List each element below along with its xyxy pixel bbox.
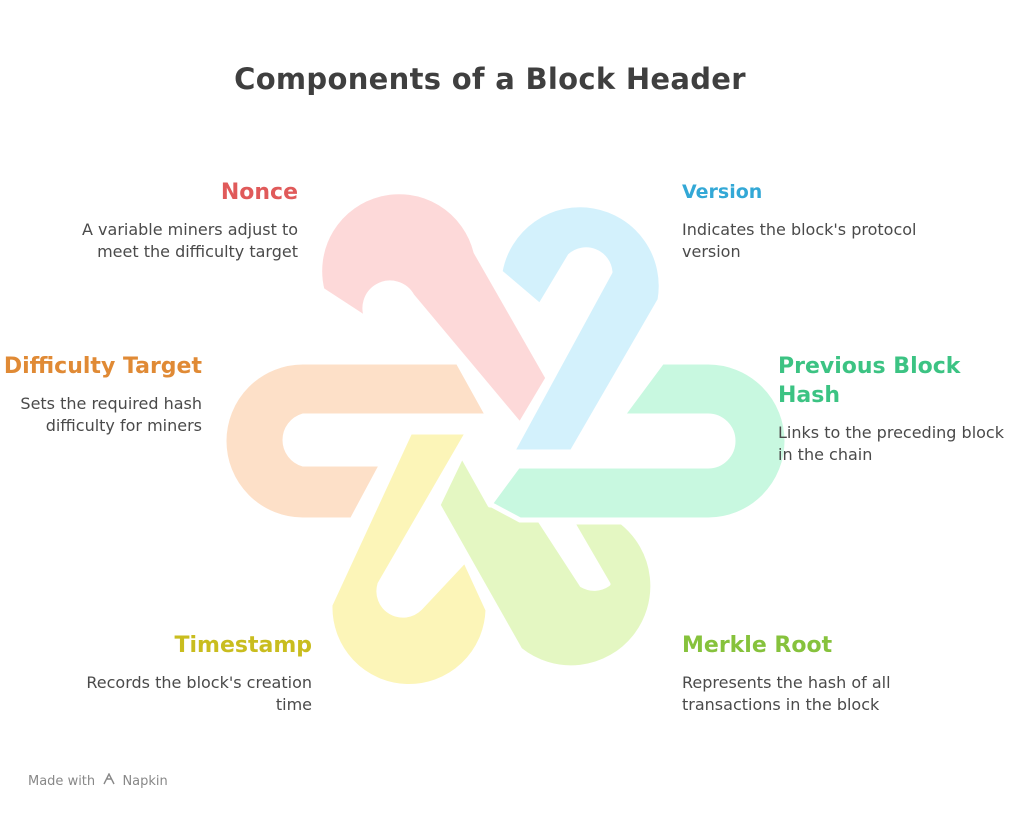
nonce-description: A variable miners adjust to meet the dif… (82, 220, 298, 261)
previous-block-hash-heading: Previous Block Hash (778, 354, 961, 408)
loop-difficulty-target (221, 359, 491, 523)
merkle-root-description: Represents the hash of all transactions … (682, 673, 891, 714)
made-with-text: Made with (28, 774, 96, 789)
nonce-block: Nonce A variable miners adjust to meet t… (58, 178, 298, 263)
version-heading: Version (682, 181, 763, 203)
previous-block-hash-description: Links to the preceding block in the chai… (778, 423, 1004, 464)
version-description: Indicates the block's protocol version (682, 220, 917, 261)
napkin-logo-icon (103, 772, 115, 789)
timestamp-heading: Timestamp (174, 633, 312, 658)
loop-nonce (317, 189, 551, 428)
timestamp-block: Timestamp Records the block's creation t… (72, 631, 312, 716)
merkle-root-heading: Merkle Root (682, 633, 833, 658)
loop-version (497, 202, 664, 455)
nonce-heading: Nonce (220, 180, 298, 205)
footer-attribution[interactable]: Made with Napkin (28, 772, 168, 789)
difficulty-target-description: Sets the required hash difficulty for mi… (20, 394, 202, 435)
loop-timestamp (327, 429, 491, 689)
loop-merkle-root (435, 452, 656, 671)
napkin-brand-text: Napkin (122, 774, 168, 789)
timestamp-description: Records the block's creation time (86, 673, 312, 714)
loop-previous-block-hash (487, 359, 790, 523)
difficulty-target-heading: Difficulty Target (3, 354, 202, 379)
previous-block-hash-block: Previous Block Hash Links to the precedi… (778, 352, 1018, 466)
difficulty-target-block: Difficulty Target Sets the required hash… (0, 352, 202, 437)
page-title: Components of a Block Header (234, 62, 746, 96)
merkle-root-block: Merkle Root Represents the hash of all t… (682, 631, 922, 716)
version-block: Version Indicates the block's protocol v… (682, 178, 922, 263)
